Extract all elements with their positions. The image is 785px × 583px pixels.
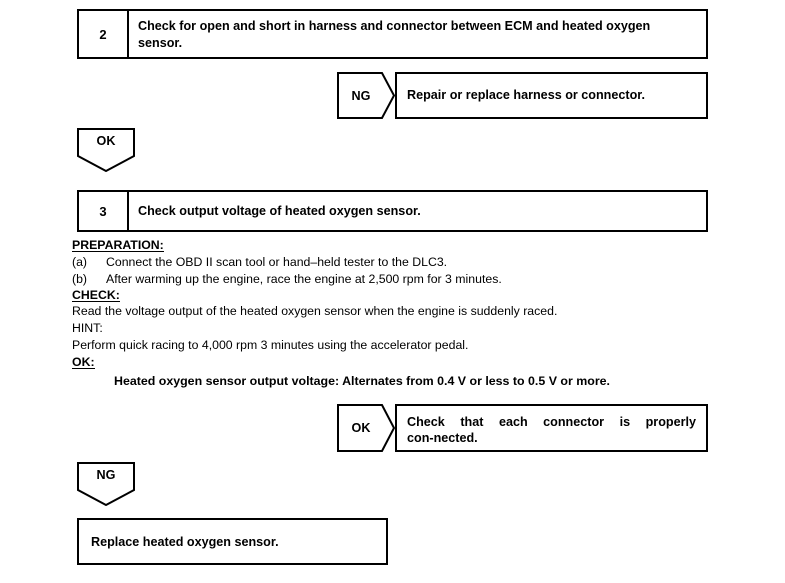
result-tag-ng: NG [337,72,395,119]
result-row-ng-repair: NG Repair or replace harness or connecto… [337,72,708,119]
preparation-item-a-letter: (a) [72,255,88,270]
ok-specification: Heated oxygen sensor output voltage: Alt… [114,374,610,389]
result-box-repair: Repair or replace harness or connector. [395,72,708,119]
procedure-block: PREPARATION: (a) Connect the OBD II scan… [72,239,712,388]
preparation-item-b-text: After warming up the engine, race the en… [106,271,502,286]
ok-heading-row: OK: [72,355,712,370]
step-box-3: 3 Check output voltage of heated oxygen … [77,190,708,232]
preparation-heading: PREPARATION: [72,238,164,253]
step-number-3: 3 [79,192,129,230]
result-box-repair-text: Repair or replace harness or connector. [407,88,645,103]
connector-ok-label: OK [96,134,116,148]
step-number-2: 2 [79,11,129,57]
result-box-check-connector-text: Check that each connector is properly co… [407,415,696,446]
preparation-item-b: (b) After warming up the engine, race th… [72,271,712,286]
final-action-box: Replace heated oxygen sensor. [77,518,388,565]
preparation-item-a: (a) Connect the OBD II scan tool or hand… [72,255,712,270]
step-box-2: 2 Check for open and short in harness an… [77,9,708,59]
pentagon-down-icon [77,462,135,506]
preparation-item-b-letter: (b) [72,271,88,286]
step-text-2: Check for open and short in harness and … [138,19,651,50]
step-text-3: Check output voltage of heated oxygen se… [138,203,421,218]
ok-arrow-tag-icon [337,404,395,452]
result-box-check-connector: Check that each connector is properly co… [395,404,708,452]
result-tag-ng-label: NG [351,88,371,103]
ok-heading: OK: [72,355,95,370]
connector-ok-pentagon: OK [77,128,135,172]
result-row-ok-connector: OK Check that each connector is properly… [337,404,708,452]
preparation-item-a-text: Connect the OBD II scan tool or hand–hel… [106,255,448,270]
ng-arrow-tag-icon [337,72,395,119]
connector-ng-pentagon: NG [77,462,135,506]
hint-text: Perform quick racing to 4,000 rpm 3 minu… [72,337,469,352]
result-tag-ok: OK [337,404,395,452]
pentagon-down-icon [77,128,135,172]
hint-heading: HINT: [72,321,103,336]
final-action-text: Replace heated oxygen sensor. [91,534,279,549]
check-heading: CHECK: [72,287,120,303]
connector-ng-label: NG [96,468,116,482]
check-heading-row: CHECK: [72,287,712,303]
preparation-heading-row: PREPARATION: [72,238,712,253]
check-text: Read the voltage output of the heated ox… [72,304,558,319]
result-tag-ok-label: OK [351,421,371,435]
